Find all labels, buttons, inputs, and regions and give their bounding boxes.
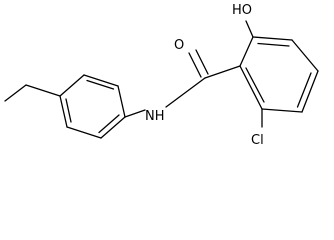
- ring-b-bond-4: [301, 70, 319, 113]
- ring-b-bond-5: [261, 108, 303, 113]
- amide-linkage: [124, 49, 241, 118]
- chlorine-label: Cl: [251, 133, 264, 148]
- ring-b-bond-6: [239, 65, 263, 110]
- ring-b-bond-3: [291, 39, 319, 72]
- ring-b-bond-1: [239, 36, 254, 67]
- chemical-structure: O HO NH Cl: [4, 3, 319, 148]
- ring-a-bond-2: [83, 74, 119, 87]
- ring-b-inner-bond-3: [245, 67, 265, 103]
- bond-nh-to-carbonyl: [165, 77, 206, 108]
- bond-ring-b-to-hydroxyl: [245, 20, 254, 38]
- bond-carbonyl-to-ring-b: [204, 65, 241, 79]
- ethyl-group: [4, 84, 61, 102]
- ring-a-bond-1: [59, 74, 85, 97]
- bond-ethyl-ch2: [25, 84, 61, 97]
- ring-a-bond-3: [117, 85, 126, 118]
- ethylphenyl-ring: [59, 74, 126, 139]
- ring-a-inner-bond-2: [98, 114, 120, 134]
- hydroxychlorophenyl-ring: [239, 36, 319, 113]
- ring-a-bond-5: [66, 126, 102, 139]
- substituent-bonds: [245, 20, 263, 128]
- bond-ring-a-to-nh: [124, 109, 146, 118]
- ring-b-inner-bond-1: [257, 42, 290, 47]
- amide-nitrogen-label: NH: [145, 109, 165, 124]
- ring-a-bond-4: [100, 116, 126, 139]
- carbonyl-double-bond-outer: [188, 52, 202, 78]
- bond-ethyl-ch3: [4, 84, 27, 102]
- ring-a-bond-6: [59, 95, 68, 128]
- ring-b-bond-2: [252, 36, 293, 41]
- ring-b-inner-bond-2: [296, 72, 312, 108]
- ring-a-inner-bond-1: [86, 79, 115, 90]
- hydroxyl-label: HO: [232, 3, 252, 18]
- carbonyl-double-bond-inner: [195, 49, 209, 75]
- carbonyl-oxygen-label: O: [174, 38, 184, 53]
- ring-a-inner-bond-3: [65, 98, 72, 123]
